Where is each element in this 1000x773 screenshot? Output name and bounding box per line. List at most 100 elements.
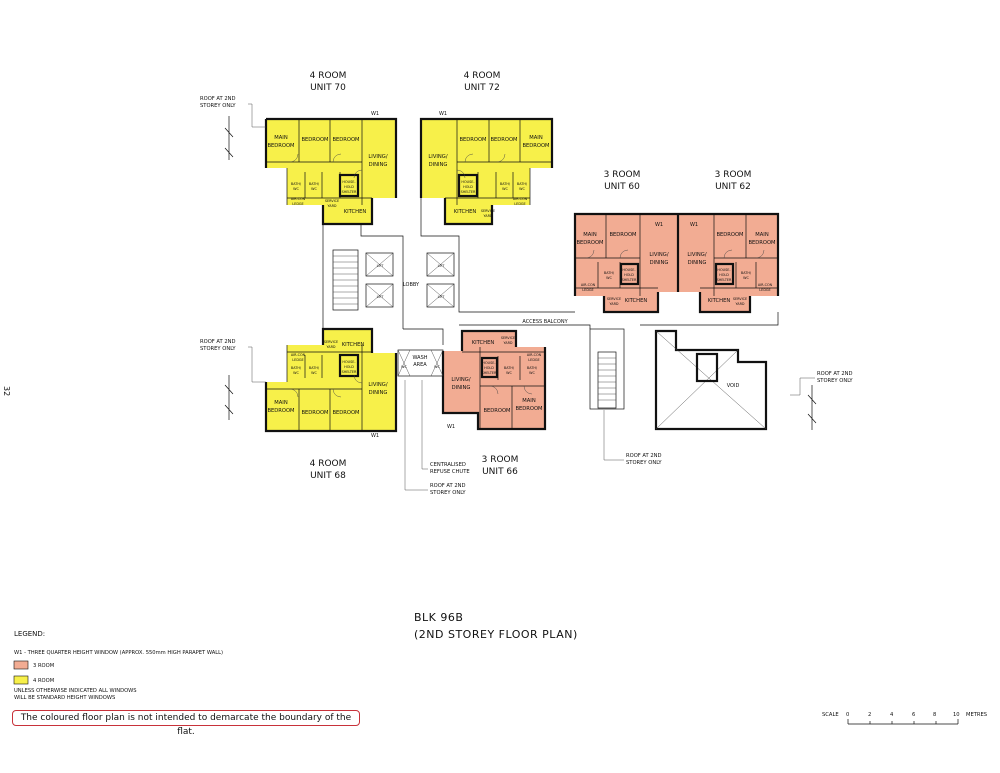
svg-text:SHELTER: SHELTER — [717, 278, 732, 282]
svg-text:KITCHEN: KITCHEN — [342, 342, 365, 348]
svg-text:WC: WC — [529, 371, 535, 375]
svg-text:BEDROOM: BEDROOM — [748, 240, 775, 246]
svg-text:SHELTER: SHELTER — [342, 370, 357, 374]
svg-text:DINING: DINING — [429, 162, 448, 168]
svg-text:BEDROOM: BEDROOM — [490, 137, 517, 143]
svg-text:LIVING/: LIVING/ — [649, 252, 668, 258]
svg-text:WC: WC — [502, 187, 508, 191]
unit-68: KITCHEN SERVICE YARD AIR-CON LEDGE BATH/… — [264, 327, 398, 433]
svg-text:W1: W1 — [655, 222, 663, 228]
svg-text:HOUSE-: HOUSE- — [717, 268, 731, 272]
svg-text:YARD: YARD — [609, 302, 618, 306]
svg-text:AIR-CON: AIR-CON — [527, 353, 542, 357]
svg-text:LEDGE: LEDGE — [528, 358, 539, 362]
svg-text:KITCHEN: KITCHEN — [625, 298, 648, 304]
svg-text:DINING: DINING — [369, 390, 388, 396]
svg-text:UNIT 62: UNIT 62 — [715, 182, 751, 192]
svg-text:W1: W1 — [371, 111, 379, 117]
svg-text:WC: WC — [293, 371, 299, 375]
scale-bar: SCALE 0 2 4 6 8 10 METRES — [822, 712, 987, 725]
svg-text:8: 8 — [933, 712, 936, 718]
svg-text:AIR-CON: AIR-CON — [758, 283, 773, 287]
svg-text:STOREY ONLY: STOREY ONLY — [430, 490, 466, 496]
svg-text:BEDROOM: BEDROOM — [716, 232, 743, 238]
svg-text:4 ROOM: 4 ROOM — [33, 678, 54, 684]
void-label: VOID — [727, 383, 740, 389]
svg-text:3 ROOM: 3 ROOM — [604, 170, 641, 180]
svg-text:SHELTER: SHELTER — [622, 278, 637, 282]
roof-notes: ROOF AT 2ND STOREY ONLY ROOF AT 2ND STOR… — [200, 96, 853, 496]
svg-text:MAIN: MAIN — [755, 232, 769, 238]
svg-text:WC: WC — [506, 371, 512, 375]
svg-text:4: 4 — [890, 712, 894, 718]
svg-text:4 ROOM: 4 ROOM — [310, 71, 347, 81]
svg-text:ROOF AT 2ND: ROOF AT 2ND — [817, 371, 853, 377]
svg-text:BATH/: BATH/ — [309, 182, 320, 186]
svg-text:YARD: YARD — [735, 302, 744, 306]
svg-text:AIR-CON: AIR-CON — [513, 197, 528, 201]
svg-text:BATH/: BATH/ — [500, 182, 511, 186]
svg-text:REFUSE CHUTE: REFUSE CHUTE — [430, 469, 470, 475]
svg-text:0: 0 — [846, 712, 849, 718]
svg-text:SERVICE: SERVICE — [324, 340, 338, 344]
svg-text:BEDROOM: BEDROOM — [301, 410, 328, 416]
unit-62: LIVING/ DINING BEDROOM MAIN BEDROOM KITC… — [676, 212, 780, 314]
svg-text:LIFT: LIFT — [438, 264, 446, 268]
svg-text:ROOF AT 2ND: ROOF AT 2ND — [200, 96, 236, 102]
svg-text:KITCHEN: KITCHEN — [344, 209, 367, 215]
svg-text:DINING: DINING — [650, 260, 669, 266]
svg-text:WC: WC — [311, 187, 317, 191]
svg-text:BATH/: BATH/ — [504, 366, 515, 370]
svg-text:UNIT 70: UNIT 70 — [310, 83, 346, 93]
svg-text:4 ROOM: 4 ROOM — [310, 459, 347, 469]
svg-text:BEDROOM: BEDROOM — [267, 408, 294, 414]
svg-text:YARD: YARD — [327, 204, 336, 208]
svg-text:LIFT: LIFT — [377, 295, 385, 299]
svg-text:BEDROOM: BEDROOM — [522, 143, 549, 149]
svg-text:BATH/: BATH/ — [517, 182, 528, 186]
legend: LEGEND: W1 - THREE QUARTER HEIGHT WINDOW… — [13, 630, 223, 701]
svg-text:KITCHEN: KITCHEN — [472, 340, 495, 346]
svg-text:UNIT 60: UNIT 60 — [604, 182, 640, 192]
stair-treads-left — [333, 255, 358, 305]
svg-text:HOUSE-: HOUSE- — [461, 180, 475, 184]
svg-text:W1: W1 — [371, 433, 379, 439]
svg-text:LEDGE: LEDGE — [292, 358, 303, 362]
svg-text:HOUSE-: HOUSE- — [342, 360, 356, 364]
svg-text:LIVING/: LIVING/ — [428, 154, 447, 160]
svg-text:BEDROOM: BEDROOM — [483, 408, 510, 414]
svg-text:LIVING/: LIVING/ — [687, 252, 706, 258]
svg-text:STOREY ONLY: STOREY ONLY — [200, 103, 236, 109]
svg-text:HOLD: HOLD — [344, 365, 354, 369]
svg-text:STOREY ONLY: STOREY ONLY — [200, 346, 236, 352]
unit-66: KITCHEN SERVICE YARD AIR-CON LEDGE HOUSE… — [441, 329, 547, 431]
svg-text:2: 2 — [868, 712, 871, 718]
svg-text:4 ROOM: 4 ROOM — [464, 71, 501, 81]
svg-text:BATH/: BATH/ — [741, 271, 752, 275]
svg-text:YARD: YARD — [483, 214, 492, 218]
svg-text:METRES: METRES — [966, 712, 987, 718]
svg-text:KITCHEN: KITCHEN — [708, 298, 731, 304]
svg-text:LEDGE: LEDGE — [759, 288, 770, 292]
svg-text:HOLD: HOLD — [463, 185, 473, 189]
svg-text:LEDGE: LEDGE — [514, 202, 525, 206]
unit-72: LIVING/ DINING BEDROOM BEDROOM MAIN BEDR… — [419, 117, 554, 226]
svg-text:KITCHEN: KITCHEN — [454, 209, 477, 215]
svg-text:SERVICE: SERVICE — [607, 297, 621, 301]
svg-text:BEDROOM: BEDROOM — [609, 232, 636, 238]
svg-text:BEDROOM: BEDROOM — [459, 137, 486, 143]
svg-text:SERVICE: SERVICE — [325, 199, 339, 203]
lift-shafts — [365, 252, 455, 308]
svg-text:MAIN: MAIN — [274, 135, 288, 141]
svg-text:MAIN: MAIN — [583, 232, 597, 238]
svg-text:AIR-CON: AIR-CON — [581, 283, 596, 287]
svg-text:W1: W1 — [447, 424, 455, 430]
svg-text:AIR-CON: AIR-CON — [291, 197, 306, 201]
svg-text:AIR-CON: AIR-CON — [291, 353, 306, 357]
svg-text:SHELTER: SHELTER — [482, 371, 497, 375]
svg-text:BEDROOM: BEDROOM — [515, 406, 542, 412]
wash-area-label-2: AREA — [413, 362, 427, 368]
drawing-subtitle: (2ND STOREY FLOOR PLAN) — [414, 628, 578, 641]
svg-text:BATH/: BATH/ — [604, 271, 615, 275]
svg-text:HOLD: HOLD — [624, 273, 634, 277]
